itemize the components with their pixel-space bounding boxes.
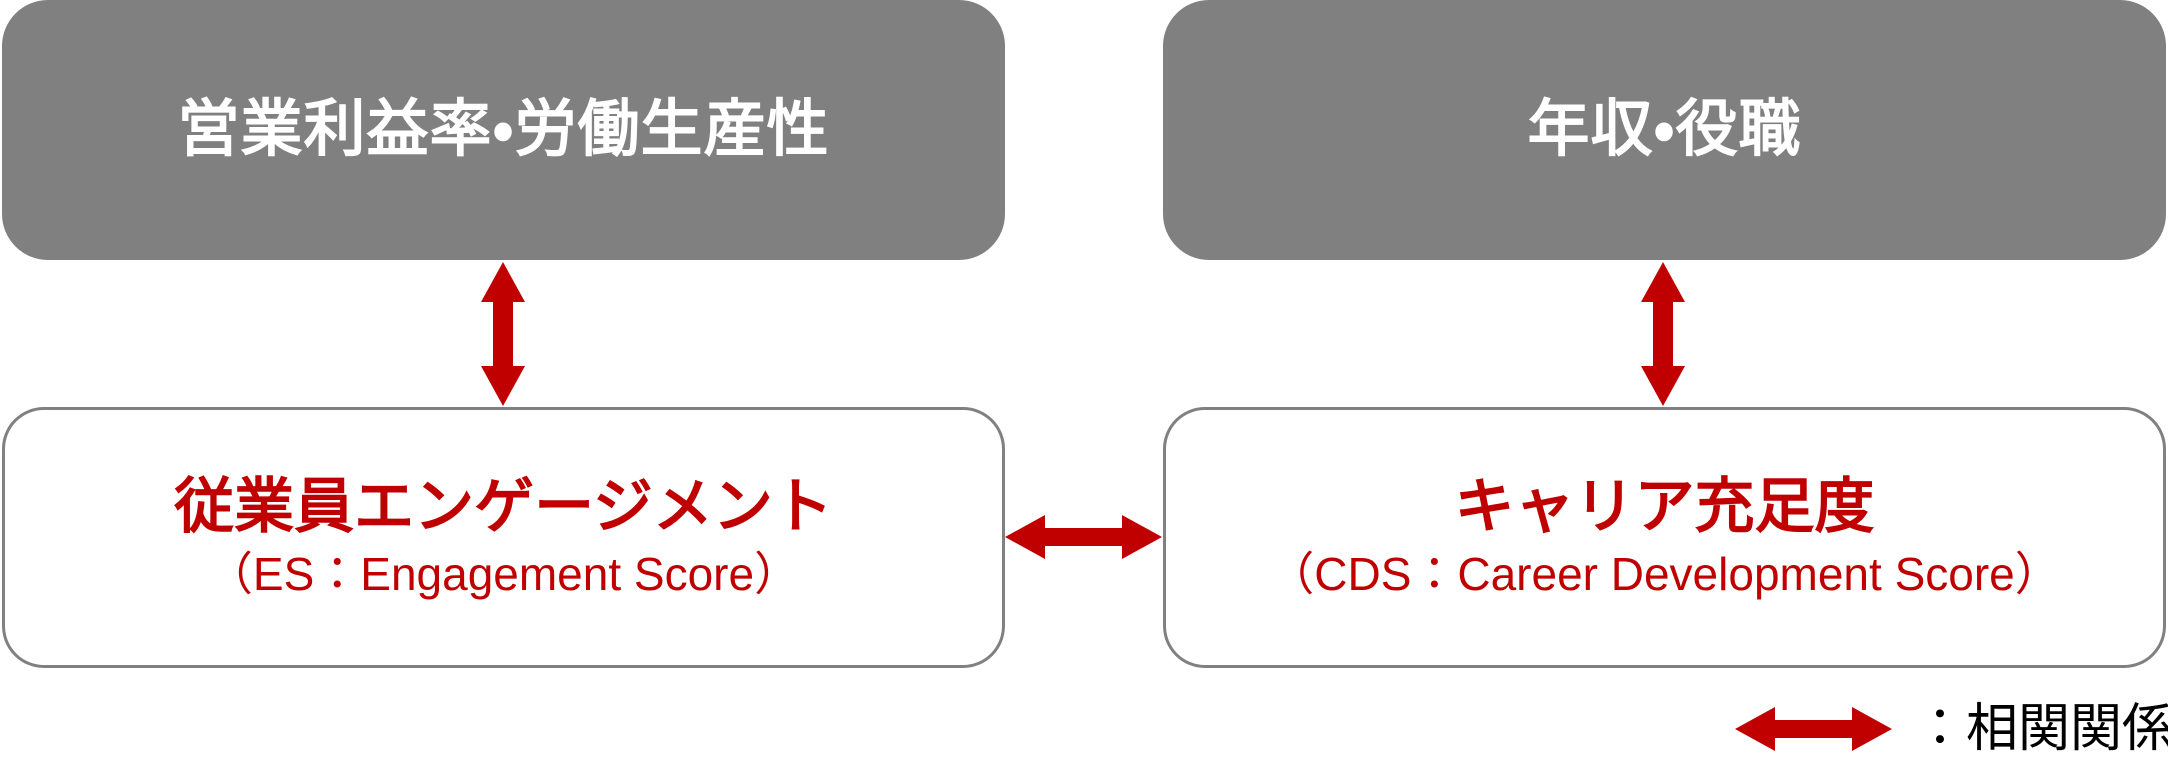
box-annual-income-position: 年収・役職 bbox=[1163, 0, 2166, 260]
double-arrow-vertical-right-icon bbox=[1641, 262, 1685, 406]
legend: ：相関関係 bbox=[1735, 703, 2168, 755]
box-subtitle: （CDS：Career Development Score） bbox=[1268, 547, 2061, 600]
legend-label: ：相関関係 bbox=[1914, 700, 2168, 758]
box-subtitle: （ES：Engagement Score） bbox=[206, 547, 801, 600]
box-operating-profit-labor-productivity: 営業利益率・労働生産性 bbox=[2, 0, 1005, 260]
box-title: キャリア充足度 bbox=[1454, 472, 1875, 540]
box-label: 営業利益率・労働生産性 bbox=[177, 94, 830, 164]
box-career-development-score: キャリア充足度 （CDS：Career Development Score） bbox=[1163, 407, 2166, 668]
box-title: 従業員エンゲージメント bbox=[174, 472, 833, 540]
double-arrow-horizontal-icon bbox=[1005, 515, 1162, 559]
box-employee-engagement: 従業員エンゲージメント （ES：Engagement Score） bbox=[2, 407, 1005, 668]
box-label: 年収・役職 bbox=[1527, 94, 1802, 164]
double-arrow-legend-icon bbox=[1735, 707, 1892, 751]
double-arrow-vertical-left-icon bbox=[481, 262, 525, 406]
